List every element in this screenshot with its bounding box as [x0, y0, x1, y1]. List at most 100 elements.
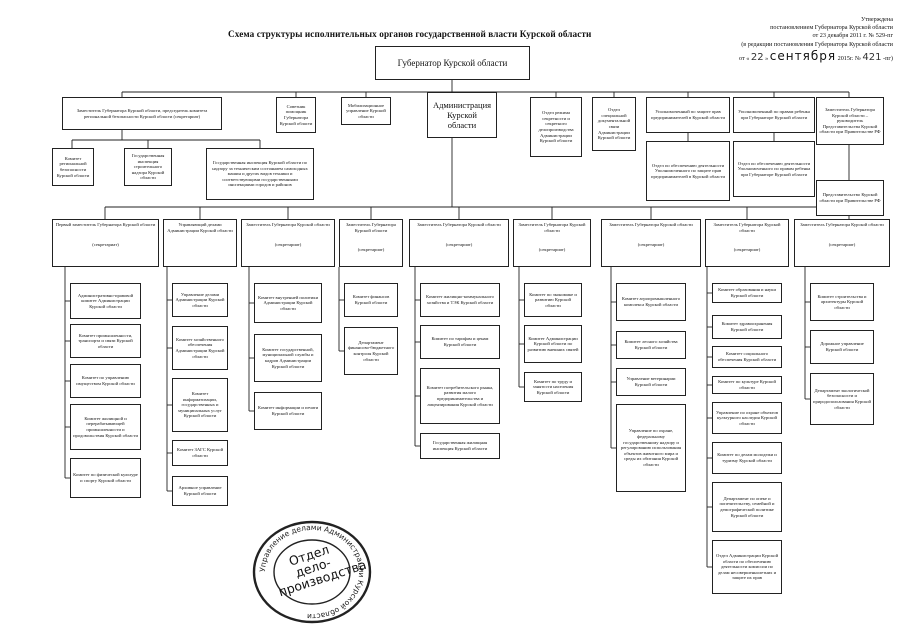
governor-box: Губернатор Курской области — [375, 46, 530, 80]
child-ombudsman-office: Отдел по обеспечению деятельности Уполно… — [733, 141, 815, 197]
col3-item-3: Комитет информации и печати Курской обла… — [254, 392, 322, 430]
col2-item-5: Архивное управление Курской области — [172, 476, 228, 506]
col8-item-1: Комитет образования и науки Курской обла… — [712, 283, 782, 303]
col8-item-4: Комитет по культуре Курской области — [712, 376, 782, 394]
column-head-6-title: Заместитель Губернатора Курской области — [518, 222, 586, 233]
column-head-6: Заместитель Губернатора Курской области (… — [513, 219, 591, 267]
upper-deputy-security: Заместитель Губернатора Курской области,… — [62, 97, 222, 130]
stamp-ring: Управление делами Администрации Курской … — [252, 520, 372, 624]
upper-advisor: Советник помощник Губернатора Курской об… — [276, 97, 316, 133]
col7-item-2: Комитет лесного хозяйства Курской област… — [616, 331, 686, 359]
column-head-5: Заместитель Губернатора Курской области(… — [409, 219, 509, 267]
office-stamp: Управление делами Администрации Курской … — [250, 520, 374, 629]
col8-item-6: Комитет по делам молодежи и туризму Курс… — [712, 442, 782, 474]
col5-item-4: Государственная жилищная инспекция Курск… — [420, 433, 500, 459]
approval-number: 421 — [862, 51, 882, 63]
approval-number-label: № — [854, 54, 861, 62]
column-head-1-title: Первый заместитель Губернатора Курской о… — [55, 222, 156, 227]
column-head-7: Заместитель Губернатора Курской области (… — [601, 219, 701, 267]
column-head-4-secretariat: (секретариат) — [357, 247, 385, 253]
column-head-8-title: Заместитель Губернатора Курской области — [713, 222, 781, 233]
administration-line-1: Администрация — [432, 99, 492, 110]
column-head-4-title: Заместитель Губернатора Курской области — [346, 222, 396, 233]
col6-item-1: Комитет по экономике и развитию Курской … — [524, 283, 582, 317]
col5-item-3: Комитет потребительского рынка, развития… — [420, 368, 500, 424]
column-head-6-secretariat: (секретариат) — [538, 247, 566, 253]
administration-box: Администрация Курской области — [427, 92, 497, 138]
column-head-3-secretariat: (секретариат) — [274, 241, 302, 247]
col8-item-3: Комитет социального обеспечения Курской … — [712, 346, 782, 368]
col3-item-2: Комитет государственной, муниципальной с… — [254, 334, 322, 382]
col1-item-4: Комитет жилищной и перерабатывающей пром… — [70, 404, 141, 450]
approval-note: Утверждена постановлением Губернатора Ку… — [643, 16, 893, 65]
col7-item-3: Управление ветеринарии Курской области — [616, 368, 686, 396]
column-head-1-secretariat: (секретариат) — [92, 241, 119, 247]
col2-item-4: Комитет ЗАГС Курской области — [172, 440, 228, 466]
column-head-8: Заместитель Губернатора Курской области (… — [705, 219, 789, 267]
column-stems — [64, 267, 810, 568]
col8-item-7: Департамент по опеке и попечительству, с… — [712, 482, 782, 532]
col3-item-1: Комитет внутренней политики Администраци… — [254, 283, 322, 323]
machinery-inspection: Государственная инспекция Курской област… — [206, 148, 314, 200]
approval-line-4: (в редакции постановления Губернатора Ку… — [741, 40, 893, 48]
column-head-4: Заместитель Губернатора Курской области (… — [339, 219, 403, 267]
col6-item-2: Комитет Администрации Курской области по… — [524, 325, 582, 363]
column-head-7-secretariat: (секретариат) — [637, 241, 665, 247]
column-head-8-secretariat: (секретариат) — [733, 247, 761, 253]
column-head-9: Заместитель Губернатора Курской области (… — [794, 219, 890, 267]
column-head-7-title: Заместитель Губернатора Курской области — [609, 222, 693, 227]
approval-line-5: от « 22 » сентября 2015г. № 421 -пг) — [643, 49, 893, 65]
col1-item-2: Комитет промышленности, транспорта и свя… — [70, 324, 141, 358]
col2-item-2: Комитет хозяйственного обеспечения Админ… — [172, 326, 228, 370]
upper-secrecy: Отдел режима секретности и секретного де… — [530, 97, 582, 157]
col1-item-1: Административно-правовой комитет Админис… — [70, 283, 141, 319]
col4-item-1: Комитет финансов Курской области — [344, 283, 398, 317]
approval-year: 2015г. — [837, 54, 854, 62]
column-head-9-title: Заместитель Губернатора Курской области — [800, 222, 884, 227]
col9-item-1: Комитет строительства и архитектуры Курс… — [810, 283, 874, 321]
construction-inspection: Государственная инспекция строительного … — [124, 148, 172, 186]
column-head-2: Управляющий делами Администрации Курской… — [163, 219, 237, 267]
approval-date-sep: » — [765, 54, 769, 62]
col2-item-3: Комитет информатизации, государственных … — [172, 378, 228, 432]
administration-line-3: области — [447, 120, 477, 131]
approval-line-1: Утверждена — [860, 16, 893, 23]
col9-item-3: Департамент экологической безопасности и… — [810, 373, 874, 425]
security-committee: Комитет региональной безопасности Курско… — [52, 148, 94, 186]
diagram-title: Схема структуры исполнительных органов г… — [228, 29, 592, 39]
column-head-3: Заместитель Губернатора Курской области (… — [241, 219, 335, 267]
column-head-9-secretariat: (секретариат) — [828, 241, 856, 247]
col5-item-2: Комитет по тарифам и ценам Курской облас… — [420, 325, 500, 359]
representation-office: Представительство Курской области при Пр… — [816, 180, 884, 216]
col8-item-2: Комитет здравоохранения Курской области — [712, 315, 782, 339]
approval-suffix: -пг) — [883, 54, 893, 62]
approval-day: 22 — [750, 51, 764, 63]
administration-line-2: Курской — [447, 109, 477, 120]
upper-child-ombudsman: Уполномоченный по правам ребенка при Губ… — [733, 97, 815, 133]
col6-item-3: Комитет по труду и занятости населения К… — [524, 372, 582, 402]
col1-item-5: Комитет по физической культуре и спорту … — [70, 458, 141, 498]
approval-month: сентября — [769, 48, 837, 63]
column-head-2-title: Управляющий делами Администрации Курской… — [167, 222, 233, 233]
col2-item-1: Управление делами Администрации Курской … — [172, 283, 228, 317]
col7-item-4: Управление по охране, федеральному госуд… — [616, 404, 686, 492]
upper-special-communication: Отдел специальной документальной связи А… — [592, 97, 636, 151]
approval-line-2: постановлением Губернатора Курской облас… — [770, 24, 893, 32]
col5-item-1: Комитет жилищно-коммунального хозяйства … — [420, 283, 500, 317]
approval-line-3: от 23 декабря 2011 г. № 529-пг — [812, 32, 893, 40]
col8-item-8: Отдел Администрации Курской области по о… — [712, 540, 782, 594]
upper-representative-deputy: Заместитель Губернатора Курской области … — [816, 97, 884, 145]
approval-date-prefix: от « — [738, 54, 750, 62]
col4-item-2: Департамент финансово-бюджетного контрол… — [344, 327, 398, 375]
col8-item-5: Управление по охране объектов культурног… — [712, 402, 782, 434]
column-head-5-title: Заместитель Губернатора Курской области — [417, 222, 501, 227]
column-head-3-title: Заместитель Губернатора Курской области — [246, 222, 330, 227]
business-ombudsman-office: Отдел по обеспечению деятельности Уполно… — [646, 141, 730, 201]
upper-business-ombudsman: Уполномоченный по защите прав предприним… — [646, 97, 730, 133]
upper-mobilization: Мобилизационное управление Курской облас… — [341, 97, 391, 125]
col1-item-3: Комитет по управлению имуществом Курской… — [70, 364, 141, 398]
column-head-1: Первый заместитель Губернатора Курской о… — [52, 219, 159, 267]
col7-item-1: Комитет агропромышленного комплекса Курс… — [616, 283, 686, 321]
